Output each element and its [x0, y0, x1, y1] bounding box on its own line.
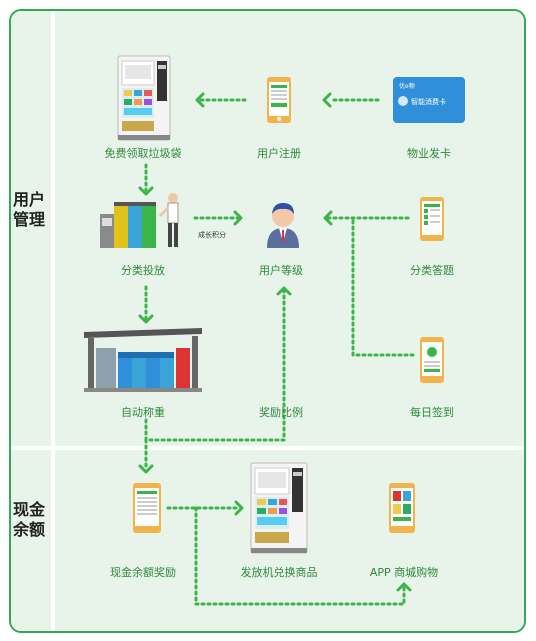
label-daily-checkin: 每日签到 [410, 406, 454, 419]
phone-register-icon [267, 77, 291, 123]
card-logo-icon [398, 96, 408, 106]
label-property-card: 物业发卡 [407, 147, 451, 160]
card-title: 智能消费卡 [411, 98, 446, 106]
property-card: 优e物 智能消费卡 [393, 77, 465, 123]
weighing-station-icon [84, 328, 202, 392]
section-title-line: 管理 [12, 210, 45, 229]
card-brand: 优e物 [399, 83, 415, 90]
section-title-line: 余额 [12, 520, 45, 539]
vertical-divider [51, 11, 55, 631]
phone-quiz-icon [420, 197, 444, 241]
label-auto-weighing: 自动称重 [121, 406, 165, 419]
growth-points-annotation: 成长积分 [198, 231, 226, 239]
label-sorting-disposal: 分类投放 [121, 264, 165, 277]
label-sorting-quiz: 分类答题 [410, 264, 454, 277]
section-title-user-management: 用户 管理 [9, 190, 49, 230]
user-avatar-icon [267, 203, 299, 248]
phone-checkin-icon [420, 337, 444, 383]
sorting-bins-icon [100, 193, 179, 248]
arrow-cash-to-app [194, 506, 406, 606]
label-user-level: 用户等级 [259, 264, 303, 277]
label-user-registration: 用户注册 [257, 147, 301, 160]
arrow-checkin-to-level [351, 216, 415, 357]
section-title-line: 用户 [12, 190, 45, 209]
phone-cash-reward-icon [133, 483, 161, 533]
section-title-cash-balance: 现金 余额 [9, 500, 49, 540]
label-app-mall: APP 商城购物 [369, 566, 439, 579]
label-cash-balance-reward: 现金余额奖励 [110, 566, 176, 579]
label-reward-ratio: 奖励比例 [259, 406, 303, 419]
vending-machine-icon [117, 55, 171, 141]
phone-app-mall-icon [389, 483, 415, 533]
section-sidebar [11, 11, 51, 631]
horizontal-divider [11, 446, 524, 450]
label-free-trash-bags: 免费领取垃圾袋 [104, 147, 182, 160]
label-machine-exchange: 发放机兑换商品 [240, 566, 318, 579]
arrow-reward-ratio-to-level [144, 288, 286, 442]
vending-machine-exchange-icon [250, 462, 308, 554]
section-title-line: 现金 [12, 500, 45, 519]
